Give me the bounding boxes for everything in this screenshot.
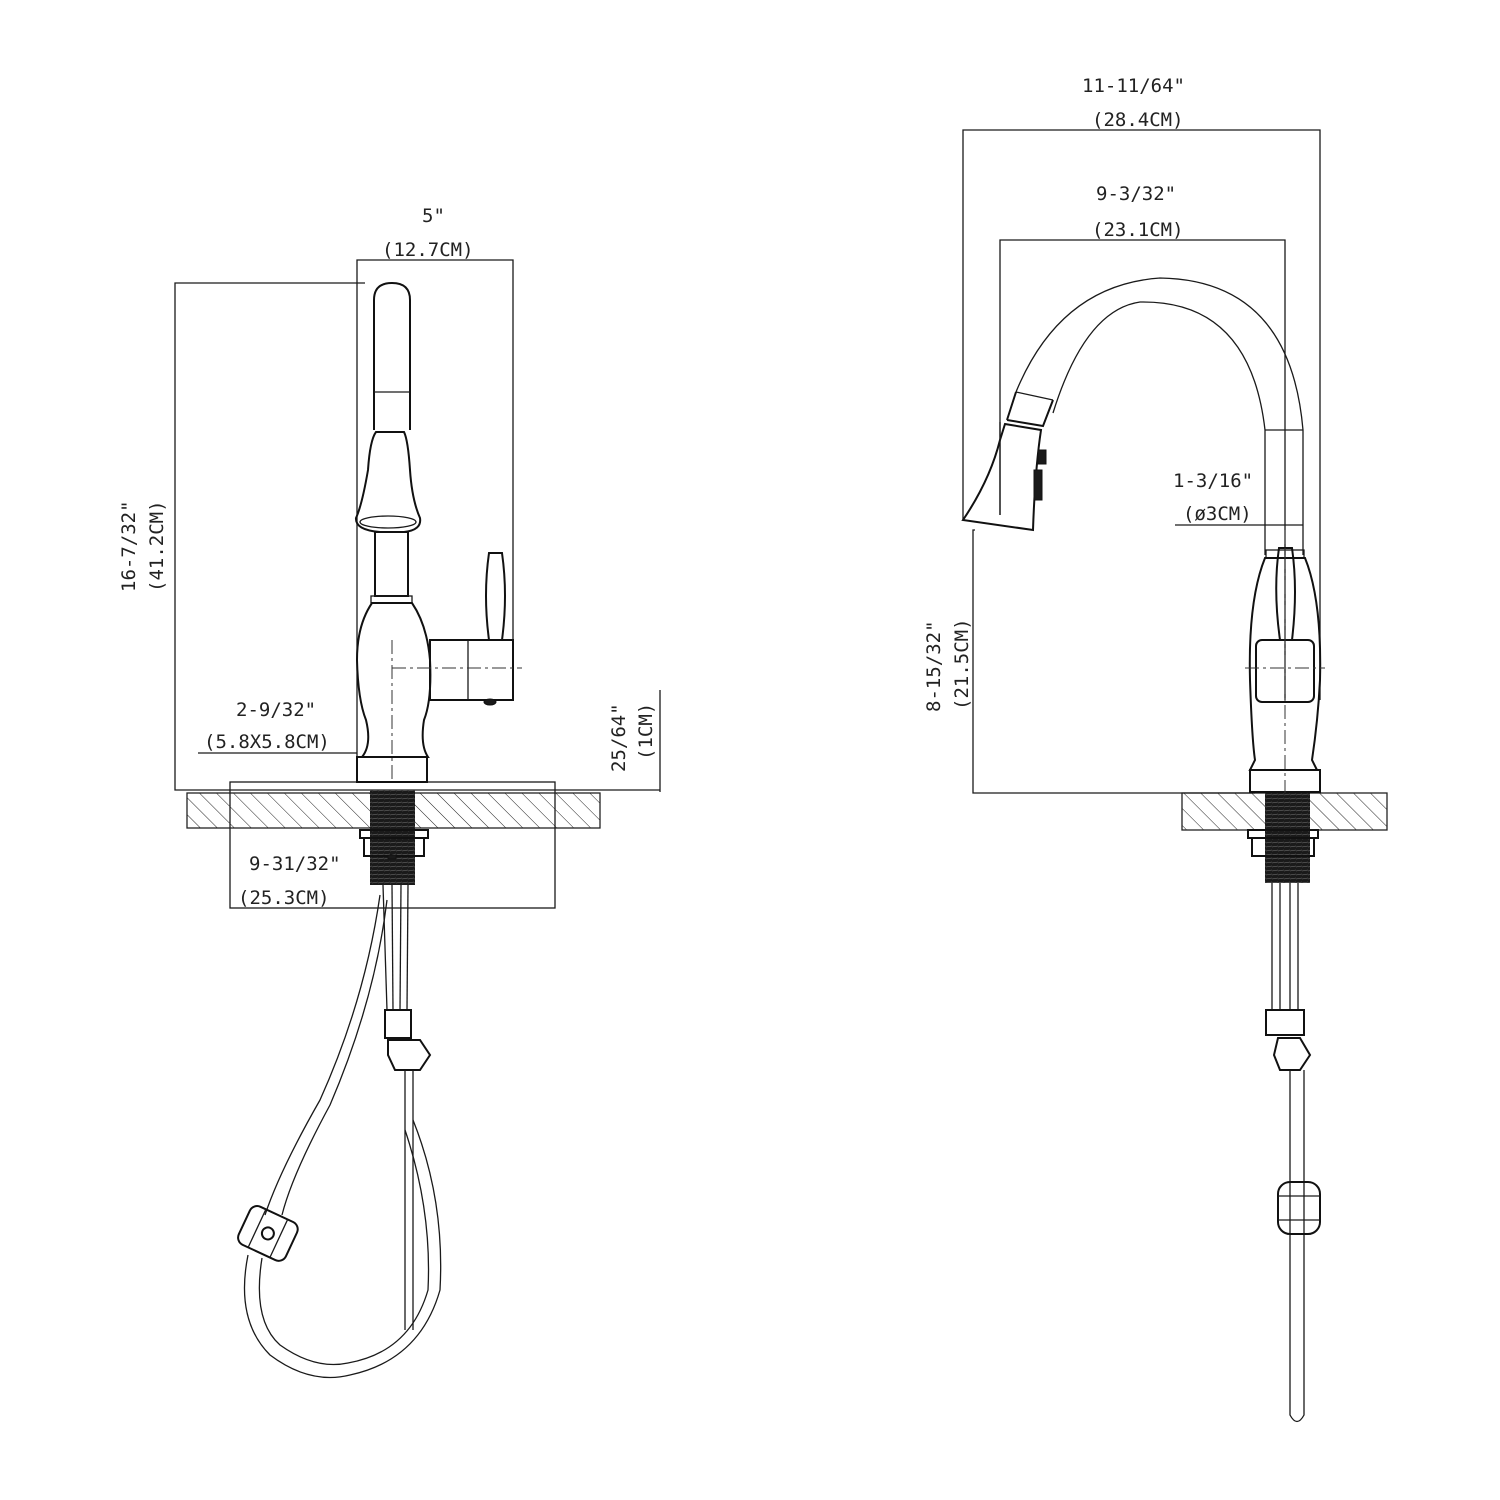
front-base-cm: (5.8X5.8CM) [204, 731, 330, 753]
side-diameter-cm: (ø3CM) [1183, 503, 1252, 525]
side-hose-weight [1277, 1181, 1321, 1235]
front-thickness-cm: (1CM) [635, 703, 657, 760]
front-hose-weight [237, 1205, 299, 1262]
front-base-inch: 2-9/32" [236, 699, 316, 721]
front-thickness-inch: 25/64" [608, 703, 630, 772]
side-overall-inch: 11-11/64" [1082, 75, 1185, 97]
front-reach-cm: (12.7CM) [382, 239, 474, 261]
side-faucet [961, 277, 1325, 1423]
front-faucet [237, 281, 522, 1379]
front-deckplate-cm: (25.3CM) [238, 887, 330, 909]
front-view: 5" (12.7CM) 16-7/32" (41.2CM) 2-9/32" (5… [118, 205, 661, 1379]
side-overall-cm: (28.4CM) [1092, 109, 1184, 131]
side-dimension-lines [962, 129, 1321, 794]
front-height-inch: 16-7/32" [118, 500, 140, 592]
side-reach-cm: (23.1CM) [1092, 219, 1184, 241]
side-clearance-cm: (21.5CM) [951, 618, 973, 710]
side-reach-inch: 9-3/32" [1096, 183, 1176, 205]
side-clearance-inch: 8-15/32" [923, 620, 945, 712]
front-reach-inch: 5" [422, 205, 445, 227]
front-height-cm: (41.2CM) [146, 500, 168, 592]
front-deckplate-inch: 9-31/32" [249, 853, 341, 875]
side-diameter-inch: 1-3/16" [1173, 470, 1253, 492]
side-view: 11-11/64" (28.4CM) 9-3/32" (23.1CM) 1-3/… [923, 75, 1388, 1423]
